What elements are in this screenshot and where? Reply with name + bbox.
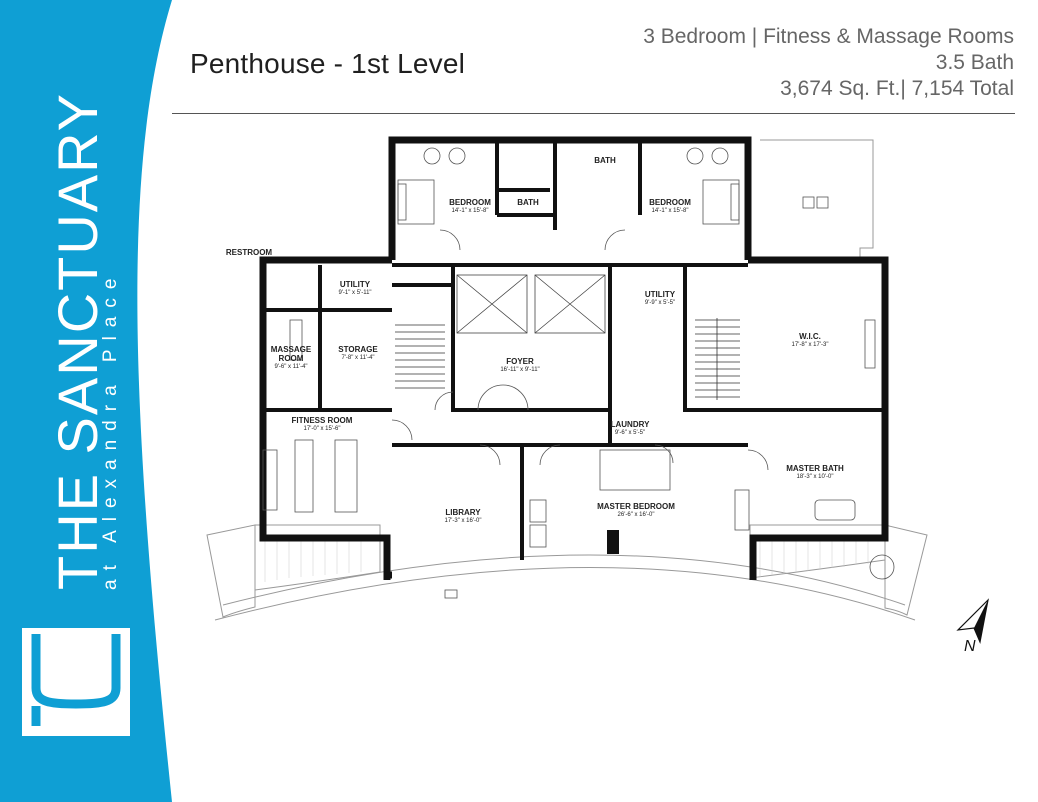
floor-plan-drawing: [206, 136, 928, 621]
summary-area: 3,674 Sq. Ft.| 7,154 Total: [780, 77, 1014, 100]
room-bath-1: BATH: [517, 198, 539, 207]
header-divider: [172, 113, 1015, 114]
sanctuary-logo-icon: [22, 628, 130, 736]
summary-bedrooms: 3 Bedroom | Fitness & Massage Rooms: [643, 25, 1014, 48]
room-wic: W.I.C.17'-8" x 17'-3": [791, 332, 829, 348]
north-label: N: [964, 638, 976, 655]
page-title: Penthouse - 1st Level: [190, 48, 466, 79]
room-restroom: RESTROOM: [225, 248, 273, 257]
brand-subtitle: at Alexandra Place: [100, 269, 121, 590]
summary-baths: 3.5 Bath: [935, 51, 1014, 74]
north-arrow-graphic: [956, 598, 989, 645]
unit-summary: 3 Bedroom | Fitness & Massage Rooms 3.5 …: [643, 24, 1014, 102]
north-arrow-icon: N: [952, 598, 1004, 658]
brand-name: THE SANCTUARY: [46, 92, 109, 590]
room-bath-2: BATH: [594, 156, 616, 165]
